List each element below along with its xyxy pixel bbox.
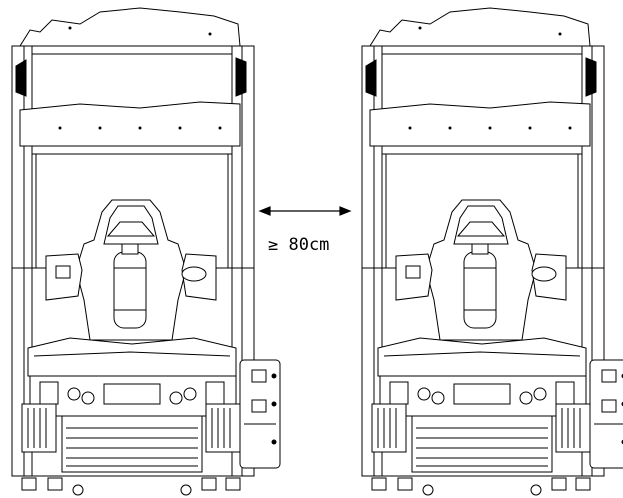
arcade-cabinet-right: [361, 7, 623, 496]
coin-door-panel-right: [589, 359, 623, 469]
coin-door-panel-left: [239, 359, 281, 469]
clearance-arrow: [258, 206, 352, 216]
clearance-label: ≥ 80cm: [268, 235, 329, 255]
arcade-cabinet-left: [11, 7, 281, 496]
